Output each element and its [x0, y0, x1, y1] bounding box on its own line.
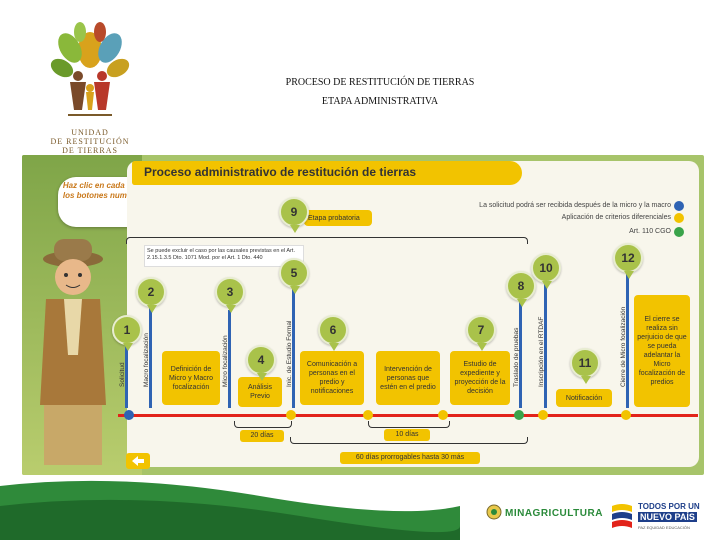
logo-text-1: UNIDAD — [71, 128, 109, 137]
label-macro: Macro focalización — [143, 333, 150, 387]
back-arrow-icon — [132, 456, 144, 466]
label-traslado: Traslado de pruebas — [513, 327, 520, 387]
step-4-button[interactable]: 4 — [246, 345, 276, 381]
step-9-button[interactable]: 9 — [279, 197, 309, 233]
cierre-box: El cierre se realiza sin perjuicio de qu… — [634, 295, 690, 407]
nuevo-pais-subtitle: PAZ EQUIDAD EDUCACIÓN — [638, 525, 690, 530]
estudio-box: Estudio de expediente y proyección de la… — [450, 351, 510, 405]
minagricultura-logo-text: MINAGRICULTURA — [505, 508, 603, 519]
duration-60-dias: 60 días prorrogables hasta 30 más — [340, 452, 480, 464]
duration-10-dias: 10 días — [384, 429, 430, 441]
bar-solicitud — [125, 330, 128, 408]
step-1-button[interactable]: 1 — [112, 315, 142, 351]
step-11-button[interactable]: 11 — [570, 348, 600, 384]
logo-text-2: DE RESTITUCIÓN — [50, 137, 130, 146]
step-5-button[interactable]: 5 — [279, 258, 309, 294]
analisis-box: Análisis Previo — [238, 377, 282, 407]
label-cierre-micro: Cierre de Micro focalización — [620, 306, 627, 387]
duration-20-dias: 20 días — [240, 430, 284, 442]
bracket-10 — [368, 421, 450, 428]
timeline-yellow-star-icon — [286, 410, 296, 420]
header-bar — [132, 161, 522, 185]
bar-cierre-micro — [626, 265, 629, 408]
legend-item-2: Aplicación de criterios diferenciales — [561, 214, 671, 221]
step-10-button[interactable]: 10 — [531, 253, 561, 289]
nuevo-pais-text: NUEVO PAÍS — [638, 512, 697, 522]
etapa-probatoria-box: Etapa probatoria — [304, 210, 372, 226]
legend-yellow-star-icon — [674, 213, 684, 223]
step-7-button[interactable]: 7 — [466, 315, 496, 351]
legend-blue-star-icon — [674, 201, 684, 211]
step-8-button[interactable]: 8 — [506, 271, 536, 307]
colombia-shield-icon — [486, 504, 502, 520]
timeline — [118, 410, 698, 420]
bar-inicio — [292, 285, 295, 408]
notificacion-box: Notificación — [556, 389, 612, 407]
label-inscripcion: Inscripción en el RTDAF — [538, 316, 545, 387]
guide-character — [40, 239, 106, 465]
restitucion-logo — [50, 22, 130, 116]
timeline-yellow-star-icon-5 — [621, 410, 631, 420]
nuevo-pais-flag-icon — [612, 504, 632, 528]
hint-bubble-text: Haz clic en cada uno de los botones nume… — [62, 181, 154, 200]
timeline-yellow-star-icon-3 — [438, 410, 448, 420]
intervencion-box: Intervención de personas que estén en el… — [376, 351, 440, 405]
back-button[interactable] — [126, 453, 150, 469]
bar-micro — [228, 310, 231, 408]
legend-item-1: La solicitud podrá ser recibida después … — [479, 202, 671, 209]
label-solicitud: Solicitud — [119, 362, 126, 387]
bracket-20 — [234, 421, 292, 428]
step-12-button[interactable]: 12 — [613, 243, 643, 279]
slide-subtitle: ETAPA ADMINISTRATIVA — [321, 96, 439, 107]
process-panel: Haz clic en cada uno de los botones nume… — [22, 155, 704, 475]
bar-inscripcion — [544, 275, 547, 408]
label-inicio: Inic. de Estudio Formal — [286, 320, 293, 387]
diagram-title: Proceso administrativo de restitución de… — [144, 165, 417, 179]
timeline-blue-star-icon — [124, 410, 134, 420]
todos-por-un-text: TODOS POR UN — [638, 502, 700, 511]
footer-wave — [0, 480, 460, 540]
step-2-button[interactable]: 2 — [136, 277, 166, 313]
bracket-60 — [290, 437, 528, 444]
step-3-button[interactable]: 3 — [215, 277, 245, 313]
step-6-button[interactable]: 6 — [318, 315, 348, 351]
timeline-green-star-icon — [514, 410, 524, 420]
bar-macro — [149, 300, 152, 408]
timeline-yellow-star-icon-4 — [538, 410, 548, 420]
logo-text-3: DE TIERRAS — [62, 146, 118, 155]
label-micro: Micro focalización — [222, 335, 229, 387]
slide-title: PROCESO DE RESTITUCIÓN DE TIERRAS — [285, 77, 475, 88]
definicion-box: Definición de Micro y Macro focalización — [162, 351, 220, 405]
legend-green-star-icon — [674, 227, 684, 237]
exclusion-note: Se puede excluir el caso por las causale… — [144, 245, 304, 267]
legend-item-3: Art. 110 CGO — [629, 228, 671, 235]
comunicacion-box: Comunicación a personas en el predio y n… — [300, 351, 364, 405]
timeline-yellow-star-icon-2 — [363, 410, 373, 420]
exclusion-brace — [126, 237, 528, 244]
bar-traslado — [519, 295, 522, 408]
